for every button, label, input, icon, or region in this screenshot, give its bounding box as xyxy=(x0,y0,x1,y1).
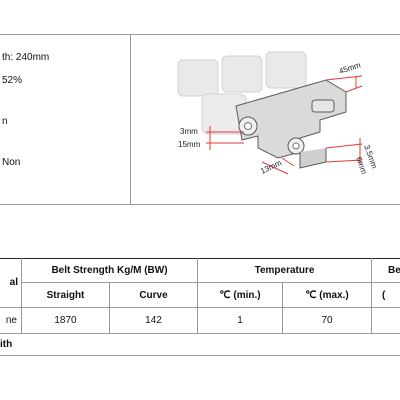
module-profile xyxy=(235,79,347,169)
table-bottom xyxy=(0,355,400,356)
curve-header: Curve xyxy=(139,290,168,301)
spec-line-3: n xyxy=(2,116,8,127)
dim-45mm: 45mm xyxy=(338,60,362,76)
temp-min-header: ℃ (min.) xyxy=(219,290,261,301)
dimension-lines xyxy=(206,75,363,175)
table-row-bottom xyxy=(0,333,400,334)
top-border xyxy=(0,34,400,35)
section-divider xyxy=(0,204,400,205)
col-divider-0 xyxy=(21,258,22,333)
belt-module-drawing: 45mm 3mm 15mm 3.5mm 6mm 13mm xyxy=(177,51,379,176)
table-header-bottom xyxy=(0,307,400,308)
spec-drawing-divider xyxy=(130,34,131,204)
col-divider-4 xyxy=(371,258,372,333)
table-subheader-line xyxy=(22,282,400,283)
temp-max-header: ℃ (max.) xyxy=(305,290,349,301)
straight-header: Straight xyxy=(46,290,85,301)
row-temp-min: 1 xyxy=(237,315,243,326)
next-column-header: Be xyxy=(388,265,400,276)
next-column-subheader: ( xyxy=(382,290,386,301)
row-curve: 142 xyxy=(145,315,162,326)
col-divider-1 xyxy=(109,282,110,333)
spec-belt-width: th: 240mm xyxy=(2,52,50,63)
temperature-header: Temperature xyxy=(254,265,315,276)
row-material: ne xyxy=(5,315,17,326)
row-temp-max: 70 xyxy=(321,315,333,326)
belt-strength-header: Belt Strength Kg/M (BW) xyxy=(51,265,168,276)
spec-open-area: 52% xyxy=(2,75,23,86)
dim-15mm: 15mm xyxy=(178,140,201,149)
col-header-material: al xyxy=(9,277,18,288)
dim-3mm: 3mm xyxy=(180,127,198,136)
dim-13mm: 13mm xyxy=(259,158,283,176)
row-straight: 1870 xyxy=(54,315,77,326)
col-divider-3 xyxy=(282,282,283,333)
table-top-border xyxy=(0,258,400,259)
spec-line-4: Non xyxy=(2,157,21,168)
col-divider-2 xyxy=(197,258,198,333)
table-footer-label: ith xyxy=(0,339,13,350)
